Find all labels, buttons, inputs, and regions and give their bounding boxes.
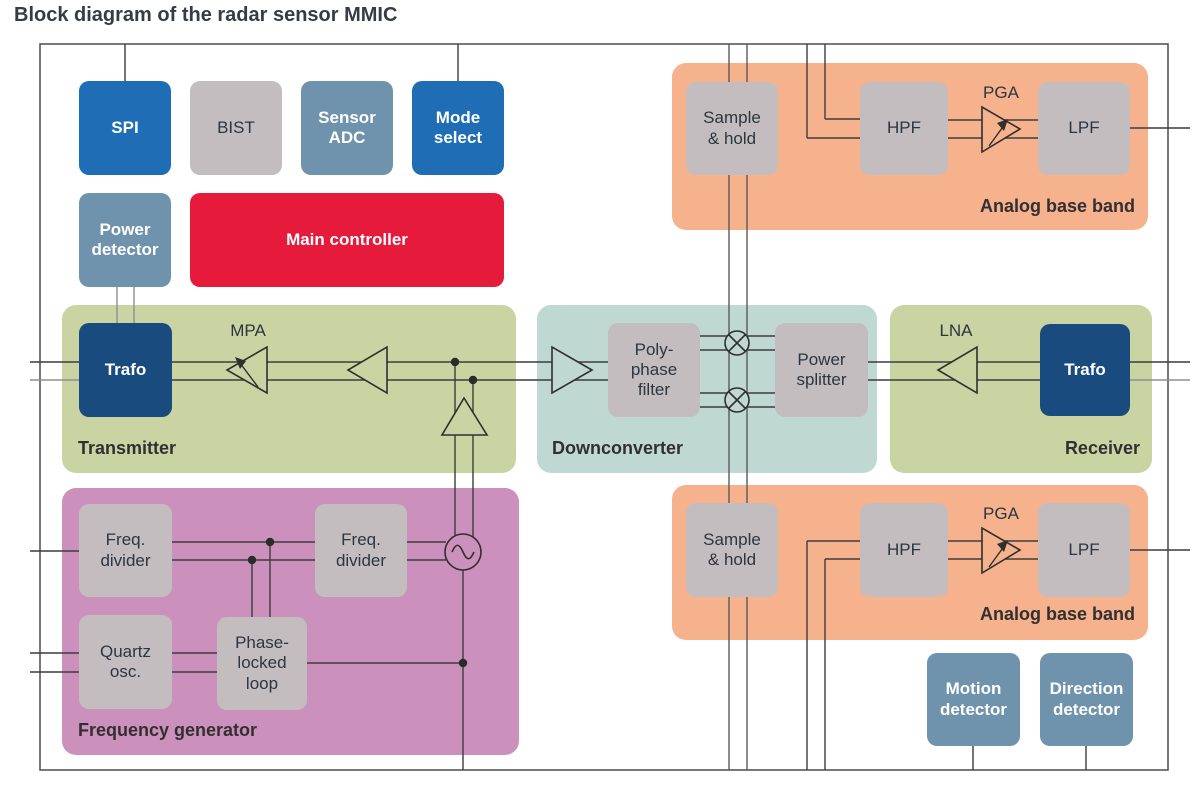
junction-dot — [265, 537, 275, 547]
pga-bottom-label: PGA — [983, 504, 1019, 523]
block-pll: Phase- locked loop — [217, 617, 307, 710]
oscillator-icon — [444, 533, 482, 571]
block-quartz-osc: Quartz osc. — [79, 615, 172, 709]
chip-outline — [39, 43, 1169, 771]
block-tx-trafo: Trafo — [79, 323, 172, 417]
pga-gain-arrow-icon — [997, 119, 1008, 131]
tx-amplifier-icon — [346, 345, 388, 395]
block-direction-detector: Direction detector — [1040, 653, 1133, 746]
mpa-gain-arrow-icon — [235, 357, 246, 369]
block-bist: BIST — [190, 81, 282, 175]
section-label-downconverter: Downconverter — [552, 438, 684, 458]
page-title: Block diagram of the radar sensor MMIC — [14, 4, 398, 26]
downconverter-amplifier-icon — [551, 345, 594, 395]
block-hpf-top: HPF — [860, 82, 948, 175]
block-sample-hold-top: Sample & hold — [686, 82, 778, 175]
lna-amplifier-icon — [936, 345, 978, 395]
block-lpf-bottom: LPF — [1038, 503, 1130, 597]
mpa-amplifier-icon — [225, 345, 268, 395]
junction-dots — [247, 357, 478, 668]
mpa-label: MPA — [230, 321, 266, 340]
junction-dot — [458, 658, 468, 668]
block-motion-detector: Motion detector — [927, 653, 1020, 746]
block-sensor-adc: Sensor ADC — [301, 81, 393, 175]
section-label-frequency-generator: Frequency generator — [78, 720, 258, 740]
pga-gain-arrow-icon — [997, 540, 1008, 552]
block-hpf-bottom: HPF — [860, 503, 948, 597]
block-main-controller: Main controller — [190, 193, 504, 287]
mixer-icon — [724, 387, 750, 413]
lo-feed-amplifier-icon — [440, 396, 489, 436]
junction-dot — [247, 555, 257, 565]
junction-dot — [468, 375, 478, 385]
lna-label: LNA — [939, 321, 973, 340]
block-poly-phase-filter: Poly- phase filter — [608, 323, 700, 417]
section-label-receiver: Receiver — [1064, 438, 1140, 458]
symbols — [225, 105, 1022, 575]
block-spi: SPI — [79, 81, 171, 175]
mixer-icon — [724, 330, 750, 356]
block-freq-divider-2: Freq. divider — [315, 504, 407, 597]
block-lpf-top: LPF — [1038, 82, 1130, 175]
block-power-splitter: Power splitter — [775, 323, 868, 417]
block-mode-select: Mode select — [412, 81, 504, 175]
pga-top-label: PGA — [983, 83, 1019, 102]
section-label-transmitter: Transmitter — [78, 438, 177, 458]
junction-dot — [450, 357, 460, 367]
block-freq-divider-1: Freq. divider — [79, 504, 172, 597]
block-rx-trafo: Trafo — [1040, 324, 1130, 416]
section-label-analog-base-band-bottom: Analog base band — [979, 604, 1135, 624]
section-label-analog-base-band-top: Analog base band — [979, 196, 1135, 216]
block-sample-hold-bottom: Sample & hold — [686, 503, 778, 597]
block-power-detector: Power detector — [79, 193, 171, 287]
